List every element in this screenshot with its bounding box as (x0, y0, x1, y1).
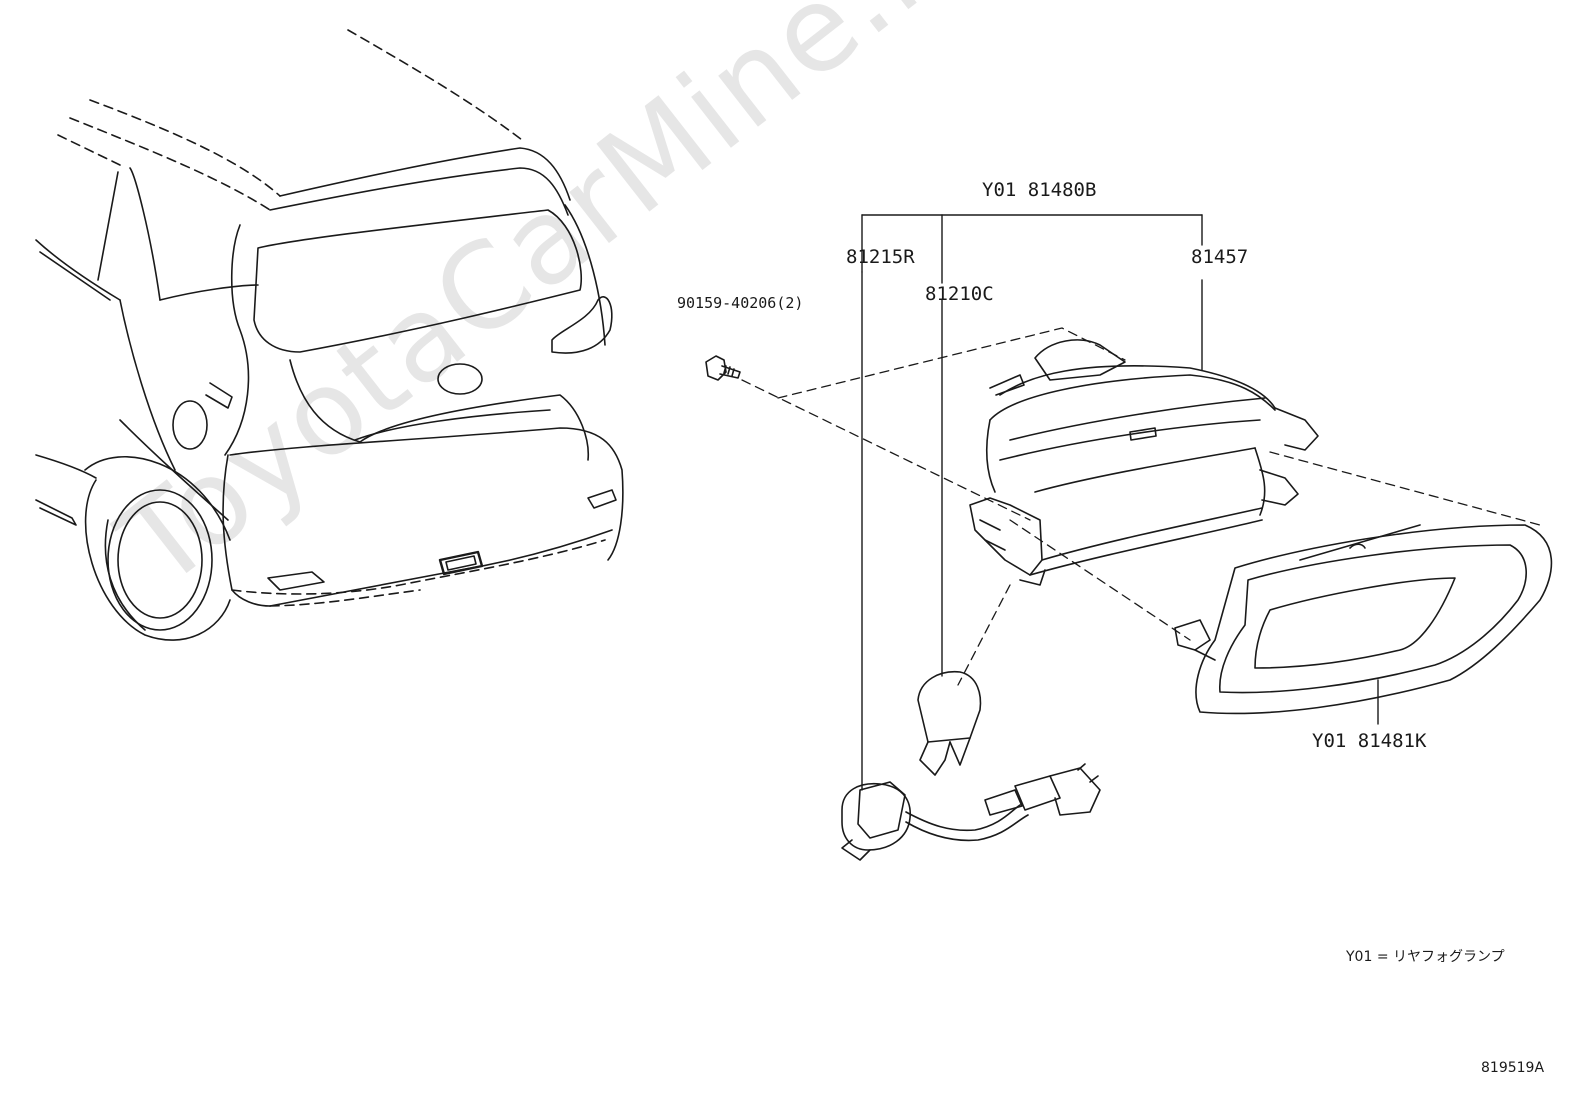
diagram-id: 819519A (1481, 1060, 1545, 1076)
screw-illustration (705, 355, 741, 381)
callout-housing: 81457 (1191, 246, 1249, 268)
callout-bulb: 81210C (925, 283, 994, 305)
callout-lens: Y01 81481K (1312, 730, 1427, 752)
assembly-lines (741, 327, 1541, 686)
vehicle-illustration (35, 29, 624, 641)
legend-text: Y01 = リヤフォグランプ (1346, 949, 1505, 965)
callout-leaders (861, 214, 1379, 791)
lamp-lens-illustration (1174, 524, 1553, 715)
callout-screw: 90159-40206(2) (677, 294, 804, 312)
lamp-housing-illustration (969, 339, 1319, 586)
socket-illustration (841, 763, 1101, 861)
bulb-illustration (917, 671, 982, 776)
callout-assembly: Y01 81480B (982, 179, 1097, 201)
callout-socket: 81215R (846, 246, 915, 268)
